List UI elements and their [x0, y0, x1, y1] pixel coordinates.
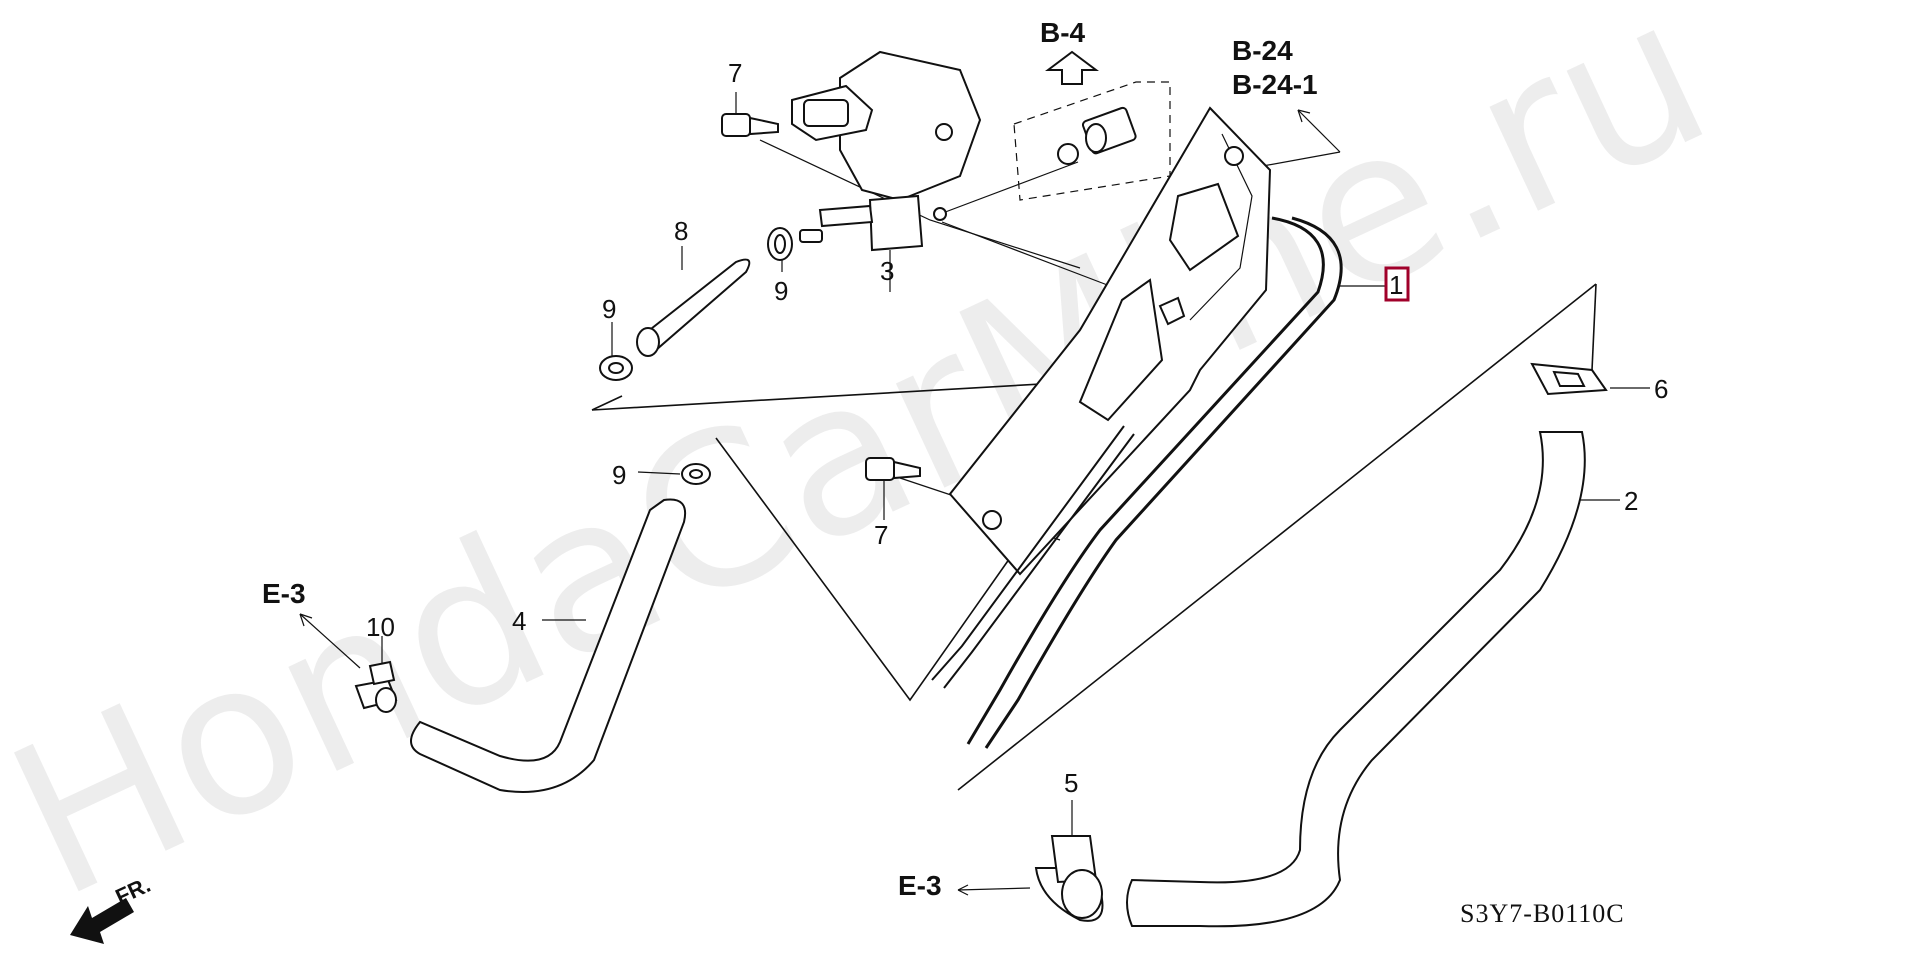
solenoid-valve — [791, 50, 982, 252]
clip-6 — [1530, 362, 1608, 396]
hose-clip-9-left — [599, 355, 633, 381]
callout-7-top: 7 — [728, 58, 742, 88]
hose-clip-9-lower — [681, 463, 711, 485]
up-arrow-icon — [1045, 50, 1099, 85]
callout-6: 6 — [1654, 374, 1668, 404]
bolt-top — [721, 113, 779, 137]
diagram-code: S3Y7-B0110C — [1460, 899, 1625, 928]
highlight-box — [1384, 266, 1410, 302]
bracket-plate — [948, 106, 1272, 576]
air-tube — [966, 216, 1325, 745]
callout-7-mid: 7 — [874, 520, 888, 550]
clamp-5 — [1034, 835, 1104, 922]
callout-9-left: 9 — [602, 294, 616, 324]
ref-e3-bottom: E-3 — [898, 870, 942, 901]
callout-1-highlighted[interactable]: 1 — [1384, 266, 1410, 302]
b4-detail-box — [1013, 81, 1171, 201]
ref-b24-1: B-24-1 — [1232, 69, 1318, 100]
callout-4: 4 — [512, 606, 526, 636]
callout-10: 10 — [366, 612, 395, 642]
b4-detail-fitting — [1057, 106, 1137, 165]
callout-1: 1 — [1389, 270, 1403, 300]
callout-3: 3 — [880, 256, 894, 286]
callout-8: 8 — [674, 216, 688, 246]
hose-2 — [1126, 431, 1586, 928]
front-arrow-icon — [70, 898, 134, 944]
clamp-10 — [354, 660, 398, 713]
hose-clip-9-middle — [767, 227, 823, 261]
hose-4 — [410, 498, 686, 793]
bolt-middle — [865, 457, 921, 481]
callout-5: 5 — [1064, 768, 1078, 798]
callout-9-lower: 9 — [612, 460, 626, 490]
ref-e3-left: E-3 — [262, 578, 306, 609]
ref-b24: B-24 — [1232, 35, 1293, 66]
ref-b4: B-4 — [1040, 17, 1086, 48]
callout-9-mid: 9 — [774, 276, 788, 306]
callout-2: 2 — [1624, 486, 1638, 516]
